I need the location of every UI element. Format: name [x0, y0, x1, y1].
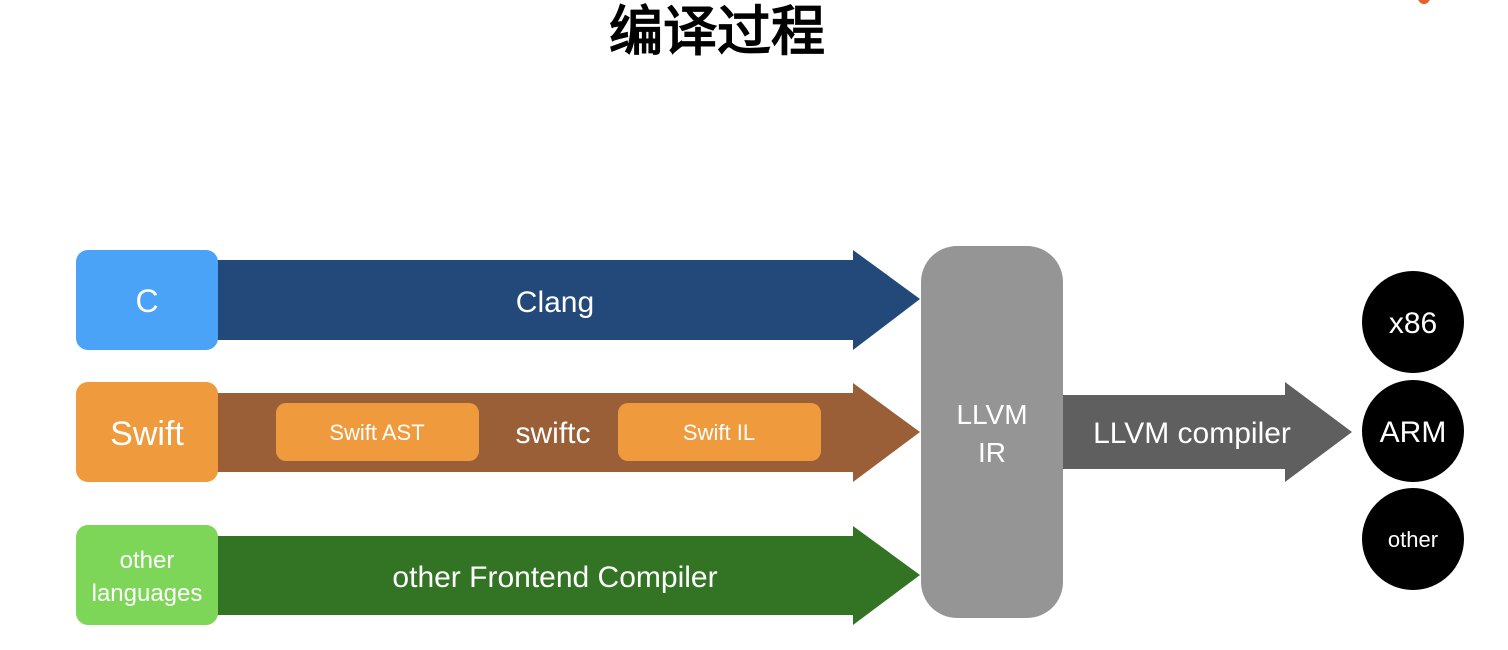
swift-il-label: Swift IL: [683, 420, 755, 445]
target-other-circle: [1362, 488, 1464, 590]
llvm-compiler-arrow: [1050, 382, 1352, 482]
target-other-label: other: [1388, 527, 1438, 552]
other-frontend-label: other Frontend Compiler: [392, 561, 717, 594]
other-frontend-arrow: [205, 526, 920, 625]
corner-mark: [1418, 0, 1430, 4]
target-arm-circle: [1362, 380, 1464, 482]
target-arm-label: ARM: [1380, 416, 1447, 449]
target-x86-circle: [1362, 271, 1464, 373]
swift-ast-label: Swift AST: [329, 420, 424, 445]
swift-il-box: [618, 403, 821, 461]
other-languages-box: [76, 525, 218, 625]
swiftc-label: swiftc: [516, 417, 591, 450]
swift-source-box: [76, 382, 218, 482]
llvm-ir-label-line1: LLVM: [956, 399, 1027, 430]
other-languages-label-line2: languages: [92, 580, 203, 607]
swift-ast-box: [276, 403, 479, 461]
c-source-box: [76, 250, 218, 350]
clang-arrow: [205, 250, 920, 350]
c-source-label: C: [135, 283, 158, 319]
clang-label: Clang: [516, 286, 594, 319]
other-languages-label-line1: other: [120, 547, 175, 574]
swift-source-label: Swift: [110, 415, 184, 453]
page-title: 编译过程: [609, 0, 825, 63]
llvm-ir-label-line2: IR: [978, 437, 1006, 468]
target-x86-label: x86: [1389, 307, 1437, 340]
llvm-ir-box: [921, 246, 1063, 618]
llvm-compiler-label: LLVM compiler: [1093, 417, 1291, 450]
